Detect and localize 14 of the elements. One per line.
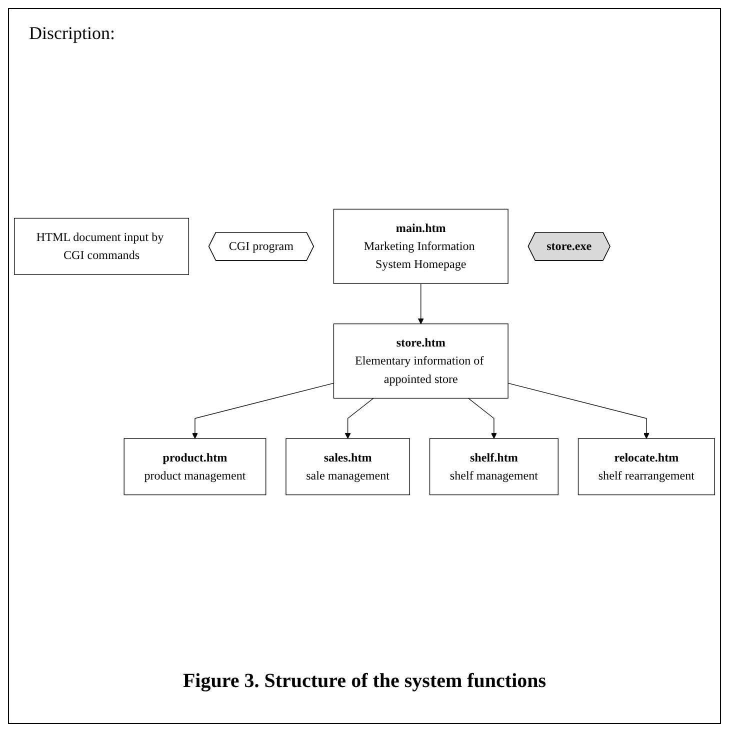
node-box: store.htm Elementary information of appointed store bbox=[333, 324, 508, 399]
node-box: shelf.htm shelf management bbox=[429, 438, 558, 496]
node-box: product.htm product management bbox=[124, 438, 266, 496]
figure-caption: Figure 3. Structure of the system functions bbox=[182, 670, 546, 693]
arrow bbox=[418, 283, 424, 324]
arrow bbox=[468, 398, 497, 439]
arrow bbox=[508, 382, 650, 439]
note-label: Discription: bbox=[29, 23, 115, 44]
node-box: main.htm Marketing Information System Homepage bbox=[333, 208, 508, 284]
arrow bbox=[192, 382, 334, 439]
arrow bbox=[344, 398, 374, 439]
node-box: sales.htm sale management bbox=[286, 438, 410, 496]
node-box: HTML document input by CGI commands bbox=[14, 218, 190, 275]
node-box: relocate.htm shelf rearrangement bbox=[578, 438, 715, 496]
